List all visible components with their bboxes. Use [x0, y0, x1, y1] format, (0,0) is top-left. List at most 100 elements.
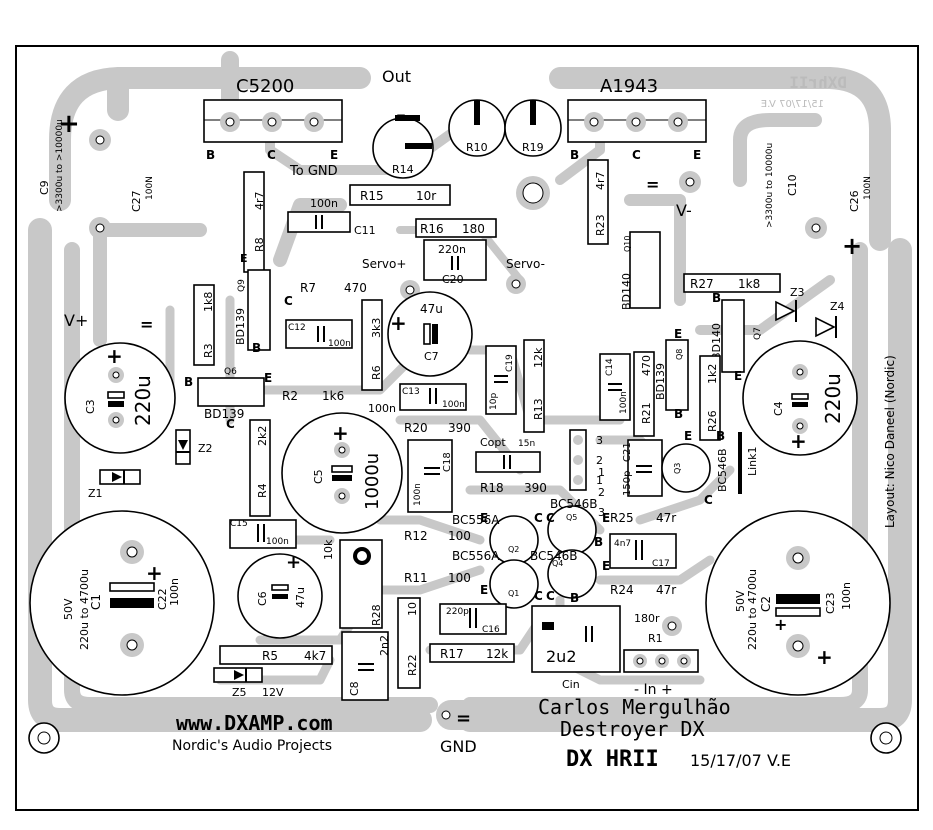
pad-c9-top	[89, 129, 111, 151]
svg-text:C: C	[534, 511, 543, 525]
link1: Link1	[738, 432, 759, 494]
mounting-holes	[28, 176, 902, 754]
svg-text:C7: C7	[424, 350, 439, 363]
svg-text:C21: C21	[622, 442, 633, 462]
svg-text:470: 470	[640, 355, 653, 376]
c9-ref: C9	[38, 180, 51, 195]
svg-text:R10: R10	[466, 141, 488, 154]
svg-text:BC556A: BC556A	[452, 513, 500, 527]
svg-text:2k2: 2k2	[256, 426, 269, 446]
svg-text:R16: R16	[420, 222, 444, 236]
svg-text:50V: 50V	[62, 598, 75, 620]
svg-text:Q2: Q2	[508, 545, 519, 554]
svg-text:R17: R17	[440, 647, 464, 661]
svg-text:2n2: 2n2	[378, 635, 391, 656]
transistor-q9: BD139 Q9	[234, 269, 271, 351]
svg-text:C2: C2	[759, 596, 773, 612]
q6-e: E	[264, 371, 272, 385]
resistor-r25: R25 47r	[610, 511, 676, 525]
svg-text:R20: R20	[404, 421, 428, 435]
jumper-num-4: 1	[598, 466, 605, 479]
svg-text:BC556A: BC556A	[452, 549, 500, 563]
transistor-q6: BD139 Q6	[197, 367, 265, 421]
svg-text:10r: 10r	[416, 189, 436, 203]
svg-text:Copt: Copt	[480, 436, 506, 449]
svg-text:Q10: Q10	[623, 236, 632, 252]
capacitor-c2: + + 50V C2 220u to 4700u C23 100n	[705, 510, 891, 696]
svg-text:3: 3	[596, 434, 603, 447]
vplus-equals: =	[140, 315, 153, 334]
svg-text:180r: 180r	[634, 612, 660, 625]
diode-z4: Z4	[815, 300, 845, 338]
svg-text:R21: R21	[640, 402, 653, 424]
svg-text:15n: 15n	[518, 439, 535, 449]
svg-text:R25: R25	[610, 511, 634, 525]
svg-text:BC546B: BC546B	[550, 497, 598, 511]
svg-text:Z4: Z4	[830, 300, 845, 313]
resistor-r19: R19	[504, 99, 562, 157]
svg-text:R22: R22	[406, 654, 419, 676]
svg-text:R24: R24	[610, 583, 634, 597]
resistor-r12: R12 100	[404, 529, 471, 543]
svg-text:C: C	[546, 511, 555, 525]
model-label: DX HRII	[566, 747, 659, 772]
resistor-r22: 10 R22	[397, 597, 421, 689]
jumper-block: 3 2 1	[569, 429, 603, 491]
svg-text:12k: 12k	[532, 347, 545, 368]
svg-text:100n: 100n	[328, 339, 351, 349]
svg-text:100n: 100n	[310, 197, 338, 210]
resistor-r15: R15 10r	[349, 184, 451, 206]
q8-b: B	[674, 407, 683, 421]
svg-text:Z3: Z3	[790, 286, 805, 299]
svg-text:Cin: Cin	[562, 678, 580, 691]
resistor-r2: R2 1k6	[282, 389, 344, 403]
svg-text:C3: C3	[84, 399, 97, 414]
transistor-q4: BC546B Q4	[530, 549, 597, 599]
svg-text:=: =	[396, 109, 406, 123]
svg-text:Q9: Q9	[237, 279, 247, 292]
svg-text:180: 180	[462, 222, 485, 236]
c5200-e: E	[330, 148, 338, 162]
svg-text:100n: 100n	[840, 582, 853, 610]
q7-e: E	[734, 369, 742, 383]
svg-text:100n: 100n	[442, 400, 465, 410]
resistor-r21: 470 R21	[633, 351, 655, 437]
diode-z2: Z2	[175, 429, 213, 465]
capacitor-c12: C12 100n	[285, 319, 353, 349]
resistor-r1: 180r R1	[634, 612, 682, 645]
resistor-r16: R16 180	[415, 218, 497, 238]
resistor-r14: R14 =	[372, 109, 434, 179]
svg-text:BD139: BD139	[234, 308, 247, 345]
svg-text:1k8: 1k8	[202, 292, 215, 312]
svg-text:100n: 100n	[619, 391, 629, 414]
resistor-r24: R24 47r	[610, 583, 676, 597]
svg-text:2u2: 2u2	[546, 647, 577, 666]
svg-text:R23: R23	[594, 214, 607, 236]
svg-text:10: 10	[406, 602, 419, 616]
gnd-label: GND	[440, 737, 477, 756]
resistor-r23: 4r7 R23	[587, 159, 609, 245]
svg-text:R8: R8	[253, 237, 266, 252]
svg-text:E: E	[480, 583, 488, 597]
diode-z3: Z3	[775, 286, 805, 322]
svg-text:220p: 220p	[446, 607, 469, 617]
svg-text:B: B	[594, 535, 603, 549]
project-label: Destroyer DX	[560, 717, 705, 741]
svg-text:C19: C19	[505, 354, 515, 372]
svg-text:Q8: Q8	[675, 349, 684, 360]
svg-text:220u to 4700u: 220u to 4700u	[746, 569, 759, 650]
transistor-q7: BD140 Q7	[710, 299, 763, 373]
svg-text:+: +	[816, 645, 833, 669]
q9-e: E	[240, 252, 248, 265]
c5200-b: B	[206, 148, 215, 162]
svg-text:Link1: Link1	[746, 446, 759, 476]
c10-value: >3300u to 10000u	[765, 143, 775, 228]
svg-text:R2: R2	[282, 389, 298, 403]
svg-text:C12: C12	[288, 323, 306, 333]
svg-text:4n7: 4n7	[614, 539, 631, 549]
svg-text:Z5: Z5	[232, 686, 247, 699]
subtitle-label: Nordic's Audio Projects	[172, 738, 332, 754]
website-label: www.DXAMP.com	[176, 711, 333, 735]
svg-text:- In +: - In +	[634, 682, 673, 698]
